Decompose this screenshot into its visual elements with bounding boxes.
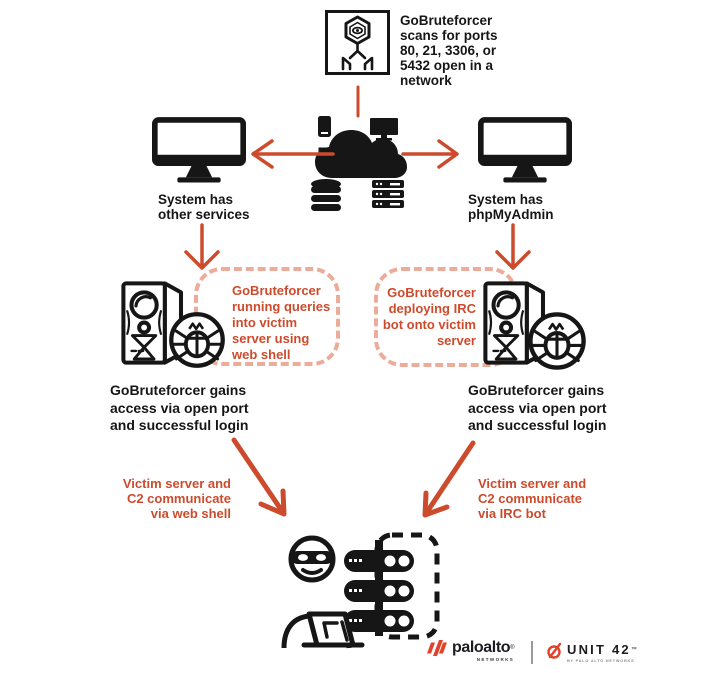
paloalto-networks-label: NETWORKS — [476, 657, 515, 662]
unit42-wordmark: UNIT 42 — [567, 642, 631, 657]
left-callout-box: GoBruteforcer running queries into victi… — [194, 267, 340, 366]
hacker-icon — [281, 535, 365, 649]
arrow-down-left-server — [184, 223, 220, 270]
c2-server-stack-icon — [344, 550, 414, 632]
monitor-phpmyadmin-icon — [478, 117, 572, 183]
right-system-label: System has phpMyAdmin — [468, 192, 554, 222]
right-gains-label: GoBruteforcer gains access via open port… — [468, 382, 607, 433]
malware-box — [325, 10, 390, 75]
monitor-other-services-icon — [152, 117, 246, 183]
left-system-label: System has other services — [158, 192, 250, 222]
unit42-logo: UNIT 42™ BY PALO ALTO NETWORKS — [546, 643, 639, 663]
paloalto-wordmark: paloalto — [452, 639, 511, 656]
left-callout-text: GoBruteforcer running queries into victi… — [232, 283, 331, 362]
arrow-down-right-server — [495, 223, 531, 270]
hacker-c2-group — [281, 532, 440, 649]
left-bug-icon — [169, 312, 225, 368]
paloalto-registered-mark: ® — [510, 645, 515, 651]
unit42-byline: BY PALO ALTO NETWORKS — [567, 658, 635, 663]
paloalto-logo: paloalto® NETWORKS — [427, 639, 515, 662]
network-cloud-icon — [311, 116, 407, 211]
top-caption: GoBruteforcer scans for ports 80, 21, 33… — [400, 13, 498, 88]
right-c2-label: Victim server and C2 communicate via IRC… — [478, 476, 587, 521]
unit42-logo-icon — [547, 643, 562, 659]
paloalto-logo-icon — [427, 640, 447, 656]
footer-divider — [531, 641, 533, 664]
arrow-diagonal-right-to-c2 — [422, 440, 476, 518]
left-gains-label: GoBruteforcer gains access via open port… — [110, 382, 249, 433]
right-callout-text: GoBruteforcer deploying IRC bot onto vic… — [382, 285, 476, 348]
right-bug-icon — [528, 312, 586, 370]
malware-phage-icon — [341, 15, 374, 71]
unit42-trademark: ™ — [630, 647, 640, 653]
left-c2-label: Victim server and C2 communicate via web… — [122, 476, 231, 521]
arrow-diagonal-left-to-c2 — [231, 437, 287, 517]
